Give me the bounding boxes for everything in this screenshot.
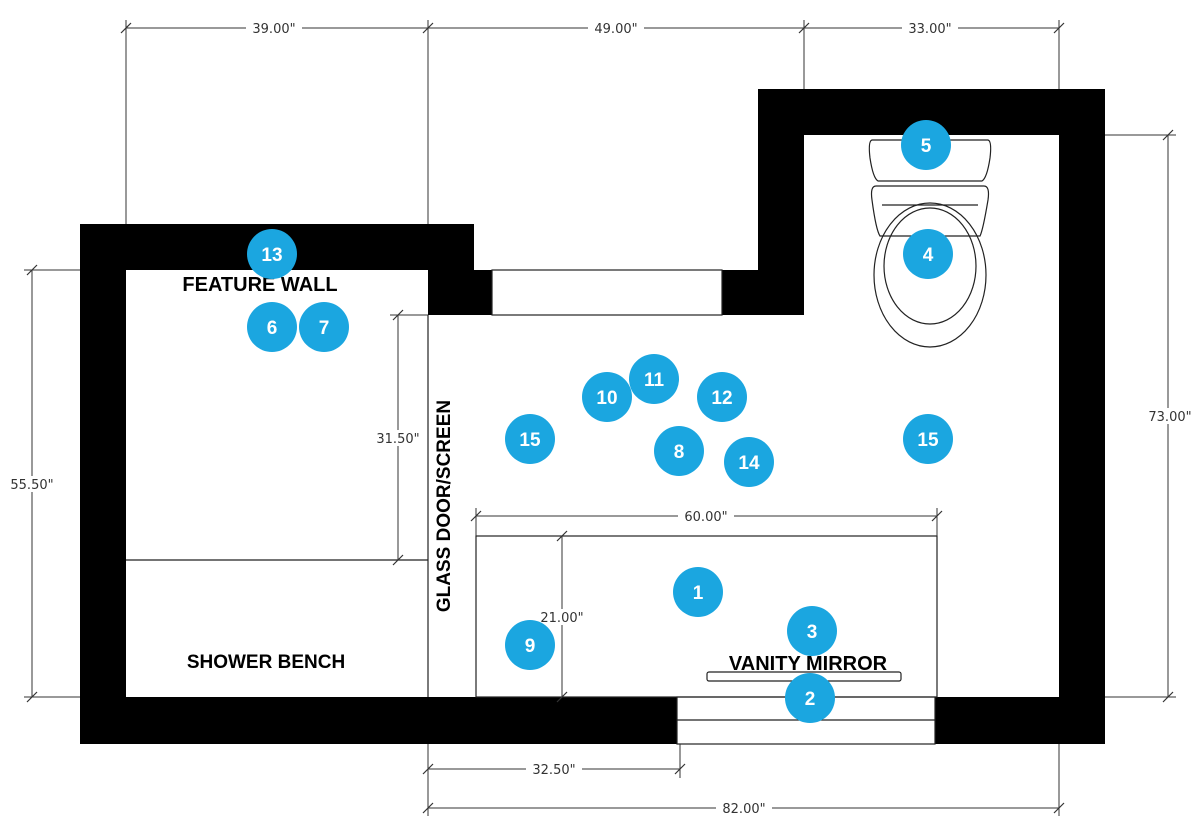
dimension-labels: 39.00" 49.00" 33.00" 55.50" 31.50" 73.00… xyxy=(6,20,1198,817)
marker-label: 15 xyxy=(917,430,939,451)
marker-10: 10 xyxy=(582,372,632,422)
marker-label: 9 xyxy=(525,636,536,657)
wall-right xyxy=(1059,89,1105,744)
marker-circle xyxy=(903,414,953,464)
marker-15: 15 xyxy=(903,414,953,464)
marker-8: 8 xyxy=(654,426,704,476)
marker-circle xyxy=(247,302,297,352)
marker-circle xyxy=(247,229,297,279)
dim-top-right: 33.00" xyxy=(908,22,951,37)
dim-top-left: 39.00" xyxy=(252,22,295,37)
dim-right-height: 73.00" xyxy=(1148,410,1191,425)
marker-circle xyxy=(299,302,349,352)
marker-14: 14 xyxy=(724,437,774,487)
wall-pier-left-2 xyxy=(428,270,492,315)
marker-label: 2 xyxy=(805,689,816,710)
wall-pier-right xyxy=(722,270,804,315)
marker-11: 11 xyxy=(629,354,679,404)
marker-circle xyxy=(629,354,679,404)
dim-left-height: 55.50" xyxy=(10,478,53,493)
marker-circle xyxy=(505,414,555,464)
marker-circle xyxy=(582,372,632,422)
marker-label: 15 xyxy=(519,430,541,451)
marker-circle xyxy=(785,673,835,723)
marker-7: 7 xyxy=(299,302,349,352)
marker-circle xyxy=(901,120,951,170)
marker-15: 15 xyxy=(505,414,555,464)
marker-2: 2 xyxy=(785,673,835,723)
marker-6: 6 xyxy=(247,302,297,352)
toilet xyxy=(868,139,992,348)
marker-circle xyxy=(697,372,747,422)
marker-circle xyxy=(654,426,704,476)
window-opening xyxy=(491,269,723,316)
marker-label: 14 xyxy=(738,453,760,474)
marker-label: 4 xyxy=(923,245,934,266)
marker-label: 13 xyxy=(261,245,282,266)
marker-3: 3 xyxy=(787,606,837,656)
dim-vanity-depth: 21.00" xyxy=(540,611,583,626)
dim-top-middle: 49.00" xyxy=(594,22,637,37)
dim-bottom-door: 32.50" xyxy=(532,763,575,778)
marker-circle xyxy=(724,437,774,487)
label-vanity-mirror: VANITY MIRROR xyxy=(729,653,888,675)
marker-label: 8 xyxy=(674,442,685,463)
marker-9: 9 xyxy=(505,620,555,670)
marker-label: 10 xyxy=(596,388,617,409)
dim-shower-depth: 31.50" xyxy=(376,432,419,447)
marker-label: 1 xyxy=(693,583,704,604)
dim-vanity-width: 60.00" xyxy=(684,510,727,525)
marker-5: 5 xyxy=(901,120,951,170)
marker-circle xyxy=(903,229,953,279)
marker-label: 5 xyxy=(921,136,932,157)
dim-bottom-total: 82.00" xyxy=(722,802,765,817)
label-glass-door: GLASS DOOR/SCREEN xyxy=(434,400,455,612)
marker-12: 12 xyxy=(697,372,747,422)
vanity-counter xyxy=(475,535,938,698)
marker-4: 4 xyxy=(903,229,953,279)
marker-label: 3 xyxy=(807,622,818,643)
marker-1: 1 xyxy=(673,567,723,617)
marker-circle xyxy=(505,620,555,670)
marker-label: 6 xyxy=(267,318,278,339)
label-feature-wall: FEATURE WALL xyxy=(182,274,337,296)
marker-circle xyxy=(787,606,837,656)
marker-circle xyxy=(673,567,723,617)
marker-13: 13 xyxy=(247,229,297,279)
wall-bottom-left xyxy=(80,697,677,744)
label-shower-bench: SHOWER BENCH xyxy=(187,652,345,673)
marker-label: 11 xyxy=(644,370,665,391)
wall-left xyxy=(80,224,126,744)
walls xyxy=(80,89,1105,744)
marker-label: 7 xyxy=(319,318,330,339)
marker-label: 12 xyxy=(711,388,732,409)
